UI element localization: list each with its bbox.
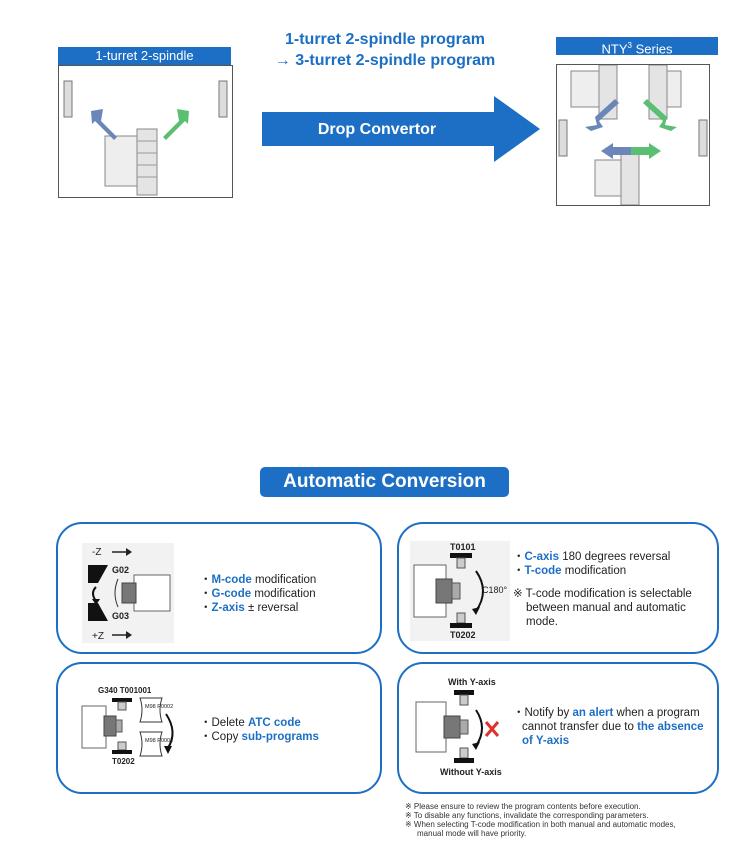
tcode-selectable-note: ※ T-code modification is selectable betw… [513,588,692,628]
atc-line-delete: ・Delete ATC code [200,717,301,729]
minus-z-label: -Z [92,547,101,558]
z-axis-reversal-icon: -Z +Z G02 G03 [82,543,174,643]
g03-label: G03 [112,611,129,621]
automatic-conversion-title: Automatic Conversion [260,467,509,497]
atc-text: ・Delete ATC code ・Copy sub-programs [200,716,370,744]
headline-line2: → 3-turret 2-spindle program [274,52,496,69]
plus-z-label: +Z [92,631,104,642]
m98-label-1: M98 P0002 [145,704,173,710]
left-machine-label: 1-turret 2-spindle [58,47,231,65]
y-axis-absence-icon: With Y-axis Without Y-axis [415,677,502,777]
footnotes: ※ Please ensure to review the program co… [405,802,725,838]
drop-convertor-arrow [262,96,542,162]
mgz-line-z: ・Z-axis ± reversal [200,602,299,614]
left-machine-diagram [58,65,233,198]
g02-label: G02 [112,565,129,575]
with-y-label: With Y-axis [448,677,496,687]
headline-line1: 1-turret 2-spindle program [284,31,486,48]
m98-label-2: M98 P0002 [145,738,173,744]
footnote-3-cont: manual mode will have priority. [417,829,527,838]
yaxis-diagram: With Y-axis Without Y-axis [410,676,510,780]
c-axis-reversal-icon: T0101 T0202 C180° [410,541,510,641]
t0202-label-atc: T0202 [112,757,135,766]
atc-line-copy: ・Copy sub-programs [200,731,319,743]
mgz-diagram: -Z +Z G02 G03 [82,543,174,643]
yaxis-text: ・Notify by an alert when a program canno… [513,707,704,747]
footnote-3: ※ When selecting T-code modification in … [405,820,676,829]
c180-label: C180° [482,585,508,595]
atc-subprogram-icon: G340 T001001 T0202 M98 P0002 M98 P0002 [81,686,174,766]
three-turret-two-spindle-icon [558,64,708,206]
mgz-line-g: ・G-code modification [200,588,316,600]
without-y-label: Without Y-axis [440,767,502,777]
caxis-text: ・C-axis 180 degrees reversal ・T-code mod… [513,550,713,578]
mgz-text: ・M-code modification ・G-code modificatio… [200,573,370,615]
mgz-line-m: ・M-code modification [200,574,317,586]
one-turret-two-spindle-icon [63,80,228,196]
g340-label: G340 T001001 [98,686,152,695]
footnote-1: ※ Please ensure to review the program co… [405,802,641,811]
caxis-line-c: ・C-axis 180 degrees reversal [513,551,671,563]
atc-diagram: G340 T001001 T0202 M98 P0002 M98 P0002 [78,684,188,774]
footnote-2: ※ To disable any functions, invalidate t… [405,811,649,820]
t0202-label-c: T0202 [450,630,476,640]
caxis-line-t: ・T-code modification [513,565,627,577]
drop-convertor-label: Drop Convertor [317,121,437,138]
right-machine-diagram [556,64,710,206]
right-arrow-icon [262,96,540,162]
caxis-diagram: T0101 T0202 C180° [410,541,510,641]
card-atc-subprogram [56,662,382,794]
t0101-label: T0101 [450,542,476,552]
right-machine-label: NTY3 Series [556,37,718,56]
